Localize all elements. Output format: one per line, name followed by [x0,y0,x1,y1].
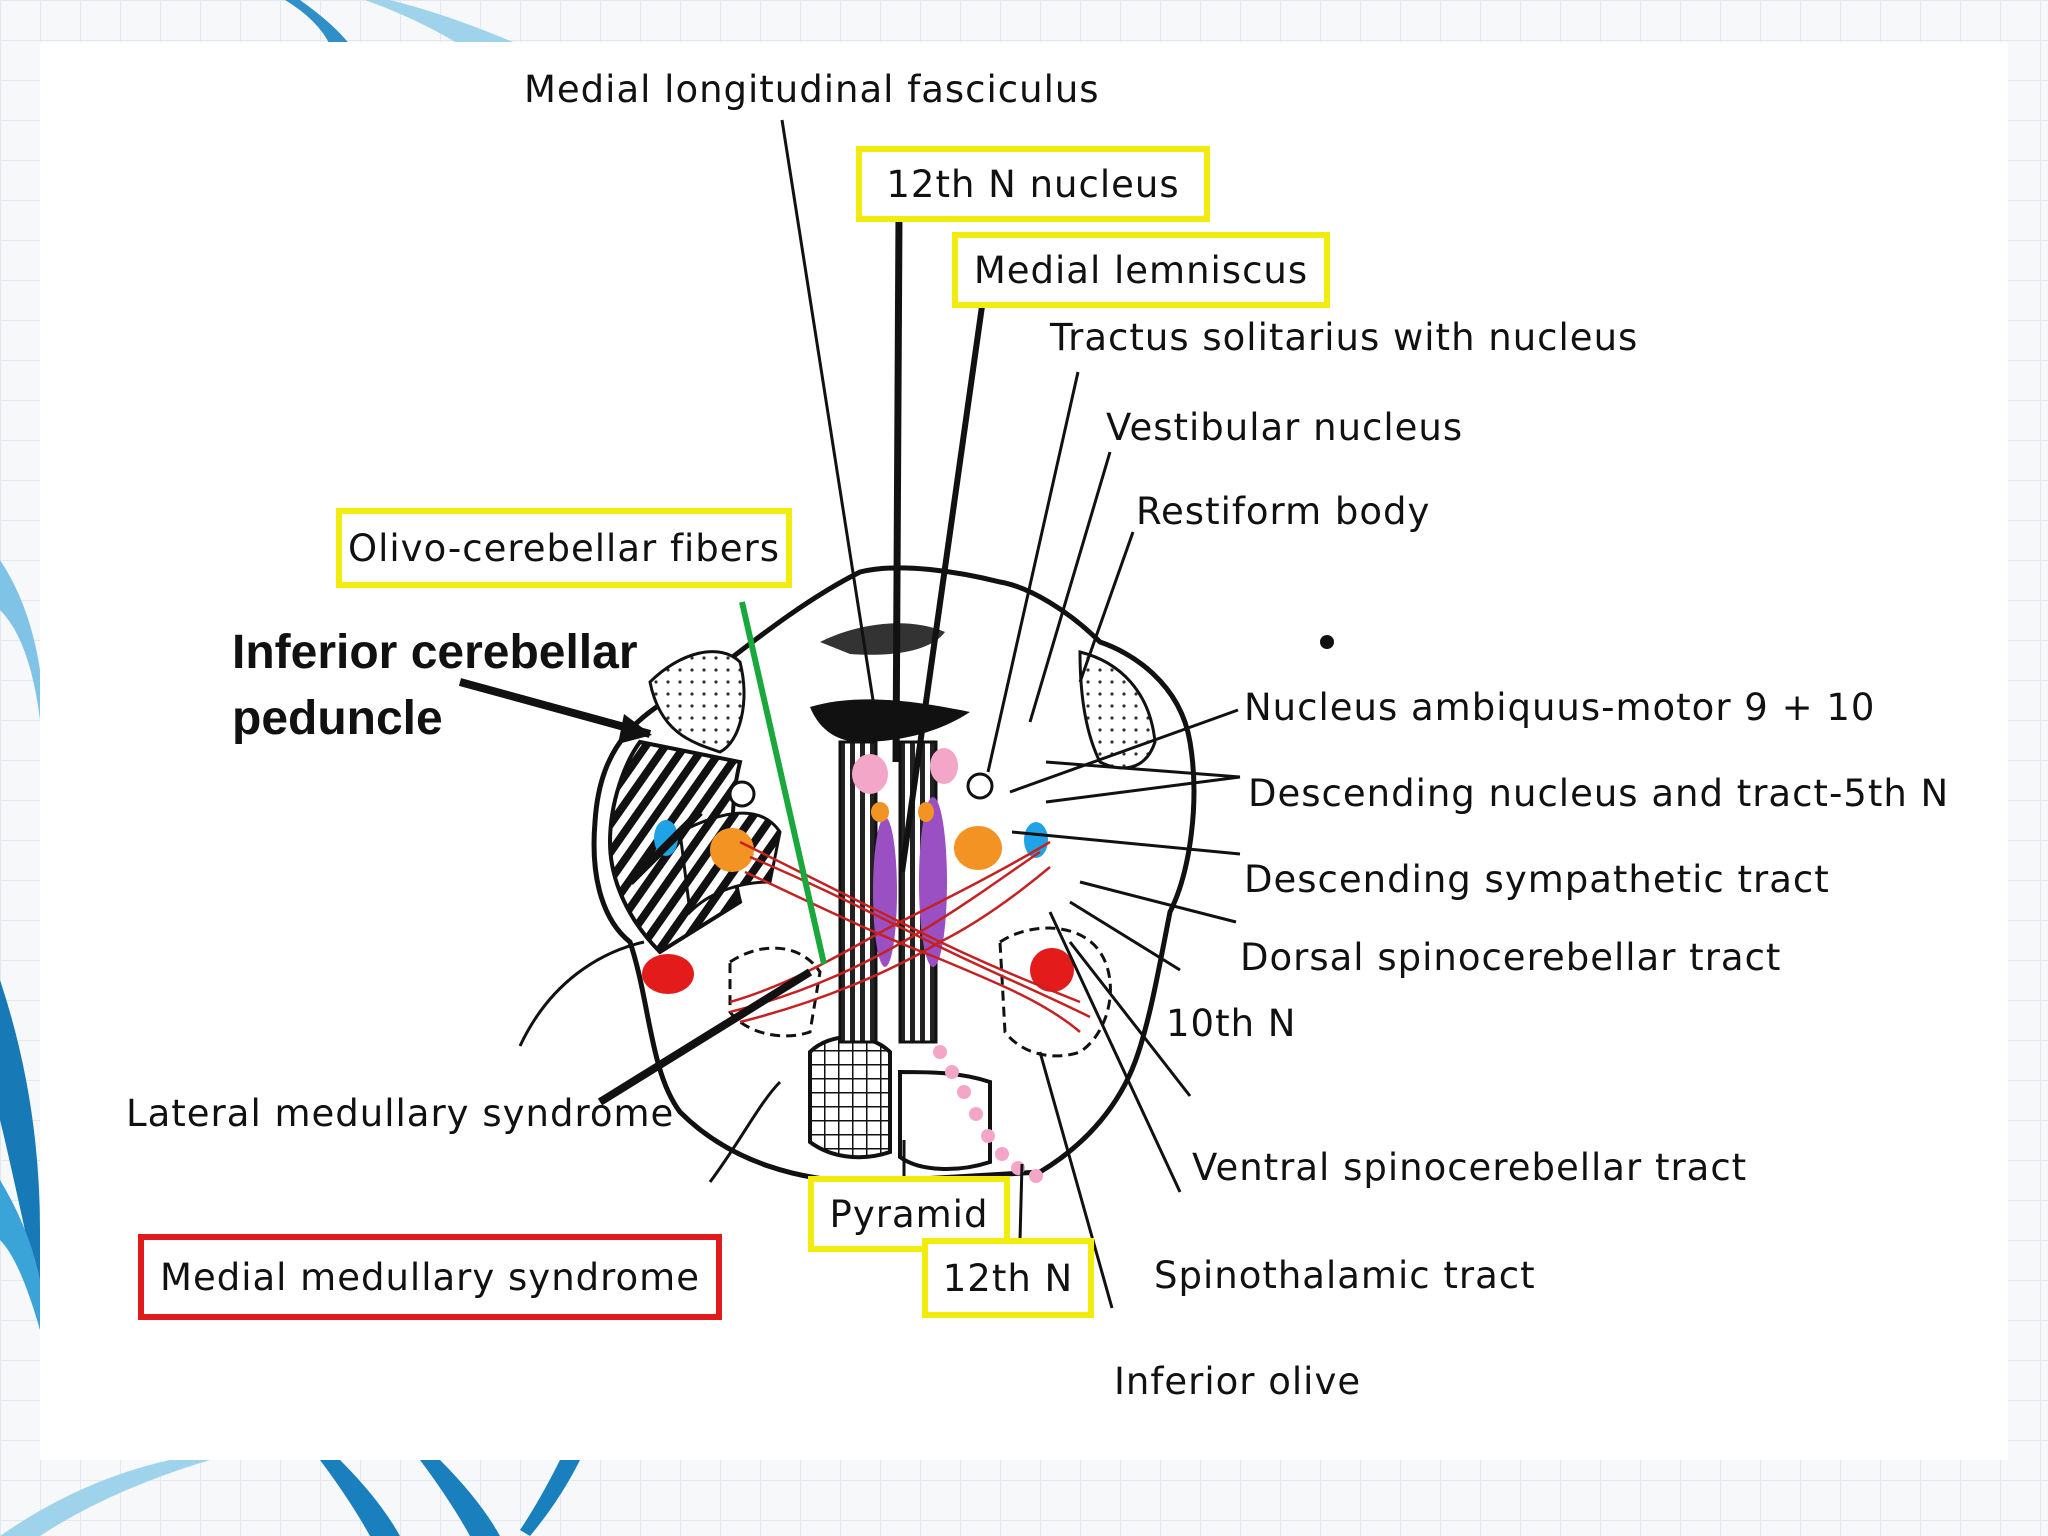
leader-12th-n [1018,1163,1024,1241]
leader-left-blade-2 [627,809,703,885]
label-descending-nucleus-5th: Descending nucleus and tract-5th N [1248,772,1950,815]
ribbon-top-left [285,0,350,45]
purple-tract-left [873,817,897,967]
label-tractus-solitarius: Tractus solitarius with nucleus [1050,316,1639,359]
leader-lines [518,119,1241,1309]
ribbon-bottom-2 [420,1460,500,1536]
medial-lemniscus-left [838,740,878,1044]
leader-descending-5th-a [1045,760,1241,779]
inferior-olive-left [728,946,822,1038]
ribbon-left-1 [0,560,45,820]
red-tract-right [1030,948,1074,992]
leader-inferior-olive [1038,1051,1114,1309]
orange-nucleus-left [710,828,754,872]
label-12th-n: 12th N [922,1238,1094,1318]
leader-spinothalamic [1048,911,1182,1193]
olivo-cerebellar-pointer [739,601,827,965]
pyramid-left [808,1035,892,1160]
label-restiform-body: Restiform body [1136,490,1431,533]
label-ventral-spinocerebellar-tract: Ventral spinocerebellar tract [1192,1146,1748,1189]
slide-canvas: Medial longitudinal fasciculus 12th N nu… [40,42,2008,1460]
leader-medial-lemniscus [899,291,987,873]
leader-10th-n [1069,900,1181,972]
pink-nucleus-left [852,754,888,794]
label-pyramid: Pyramid [808,1176,1010,1252]
leader-sympathetic [1011,830,1241,856]
ribbon-bottom-1 [320,1460,400,1536]
blue-tract-right [1024,822,1048,858]
dorsal-cap [820,623,945,655]
label-spinothalamic-tract: Spinothalamic tract [1154,1254,1536,1297]
medulla-cross-section [458,119,1334,1309]
fourth-ventricle-floor [810,699,970,742]
leader-nucleus-ambiguus [1009,708,1239,794]
ribbon-top-left-2 [365,0,520,45]
icp-arrow [458,678,652,738]
label-vestibular-nucleus: Vestibular nucleus [1106,406,1464,449]
label-lateral-medullary-syndrome: Lateral medullary syndrome [126,1092,675,1135]
leader-tractus-solitarius [986,371,1080,773]
label-medial-lemniscus: Medial lemniscus [952,232,1330,308]
leader-left-blade [597,968,813,1106]
stray-dot [1320,635,1334,649]
ribbon-left-2 [0,980,40,1300]
pink-nucleus-right [930,748,958,784]
label-medial-longitudinal-fasciculus: Medial longitudinal fasciculus [524,68,1100,111]
label-inferior-olive: Inferior olive [1114,1360,1362,1403]
leader-mlf [780,119,880,733]
ribbon-bottom-3 [520,1460,580,1536]
leader-medial-syndrome [708,1080,782,1183]
leader-ventral-spino [1068,941,1192,1097]
purple-tract-right [919,797,947,967]
ribbon-left-3 [0,1180,40,1330]
leader-12th-nucleus [892,213,903,763]
tractus-solitarius-circle [966,772,994,800]
label-inferior-cerebellar-peduncle-line1: Inferior cerebellar [232,626,638,679]
leader-dorsal-spino [1079,880,1237,924]
label-10th-n: 10th N [1166,1002,1297,1045]
inferior-olive-right [998,926,1112,1058]
left-small-circle [728,780,756,808]
restiform-right [1078,650,1157,770]
label-inferior-cerebellar-peduncle-line2: peduncle [232,692,443,745]
leader-vestibular [1028,451,1112,723]
orange-small-right [918,802,934,822]
icp-arrowhead [618,714,652,744]
label-descending-sympathetic-tract: Descending sympathetic tract [1244,858,1830,901]
leader-lateral-syndrome [518,940,645,1047]
leader-restiform [1078,531,1135,683]
label-nucleus-ambiguus: Nucleus ambiquus-motor 9 + 10 [1244,686,1876,729]
red-tract-left [642,954,694,994]
label-12th-n-nucleus: 12th N nucleus [856,146,1210,222]
label-dorsal-spinocerebellar-tract: Dorsal spinocerebellar tract [1240,936,1782,979]
label-olivo-cerebellar-fibers: Olivo-cerebellar fibers [336,508,792,588]
leader-descending-5th-b [1045,775,1241,804]
orange-nucleus-right [954,826,1002,870]
ribbon-bottom-4 [0,1460,210,1536]
orange-small-left [871,802,889,822]
label-medial-medullary-syndrome: Medial medullary syndrome [138,1234,722,1320]
restiform-left [648,650,746,754]
